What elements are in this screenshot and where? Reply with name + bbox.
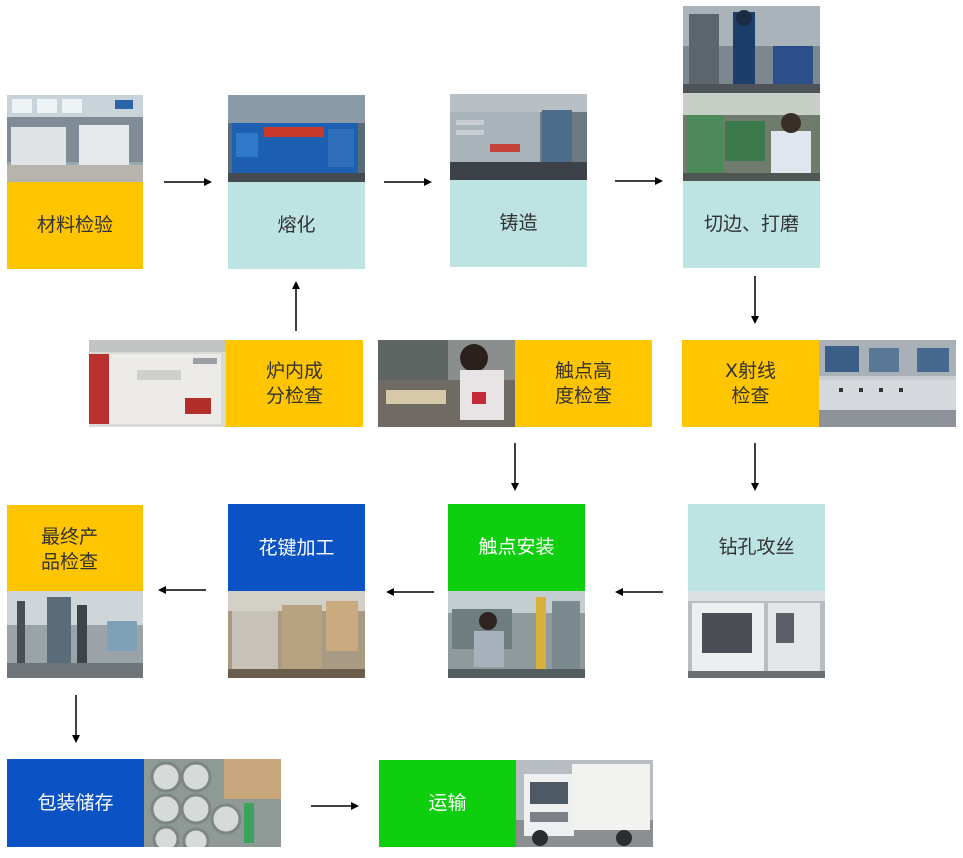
step-label: 材料检验	[7, 182, 143, 269]
spline-machine-photo	[228, 591, 365, 678]
step-label: 触点安装	[448, 504, 585, 591]
step-label: 最终产 品检查	[7, 505, 143, 591]
arrow-right	[384, 176, 432, 188]
arrow-left	[615, 586, 663, 598]
casting-machine-photo	[450, 94, 587, 180]
step-casting: 铸造	[450, 94, 587, 267]
cnc-machine-photo	[688, 591, 825, 678]
arrow-left	[386, 586, 434, 598]
step-final-inspection: 最终产 品检查	[7, 505, 143, 678]
arrow-right	[164, 176, 212, 188]
step-label: 包装储存	[7, 759, 144, 847]
arrow-up	[290, 281, 302, 331]
step-furnace-composition: 炉内成 分检查	[89, 340, 363, 427]
welder-photo	[683, 6, 820, 93]
arrow-down	[509, 443, 521, 491]
arrow-down	[749, 276, 761, 324]
step-trimming: 切边、打磨	[683, 6, 820, 268]
delivery-truck-photo	[516, 760, 653, 847]
step-label: 触点高 度检查	[515, 340, 652, 427]
step-transport: 运输	[379, 760, 653, 847]
step-material-inspection: 材料检验	[7, 95, 143, 269]
inspector-photo	[378, 340, 515, 427]
step-label: 运输	[379, 760, 516, 847]
arrow-left	[158, 584, 206, 596]
test-equipment-photo	[7, 591, 143, 678]
step-drilling-tapping: 钻孔攻丝	[688, 504, 825, 678]
trimming-worker-photo	[683, 93, 820, 181]
warehouse-photo	[7, 95, 143, 182]
spectrometer-photo	[89, 340, 226, 427]
step-label: 切边、打磨	[683, 181, 820, 268]
step-spline-machining: 花键加工	[228, 504, 365, 678]
wheel-rims-photo	[144, 759, 281, 847]
step-label: X射线 检查	[682, 340, 819, 427]
step-label: 炉内成 分检查	[226, 340, 363, 427]
step-contact-installation: 触点安装	[448, 504, 585, 678]
step-label: 钻孔攻丝	[688, 504, 825, 591]
step-contact-height: 触点高 度检查	[378, 340, 652, 427]
arrow-down	[749, 443, 761, 491]
step-packaging-storage: 包装储存	[7, 759, 281, 847]
arrow-down	[70, 695, 82, 743]
arrow-right	[615, 175, 663, 187]
step-melting: 熔化	[228, 95, 365, 269]
step-label: 熔化	[228, 182, 365, 269]
furnace-photo	[228, 95, 365, 182]
step-xray: X射线 检查	[682, 340, 956, 427]
arrow-right	[311, 800, 359, 812]
step-label: 铸造	[450, 180, 587, 267]
assembly-worker-photo	[448, 591, 585, 678]
step-label: 花键加工	[228, 504, 365, 591]
xray-console-photo	[819, 340, 956, 427]
